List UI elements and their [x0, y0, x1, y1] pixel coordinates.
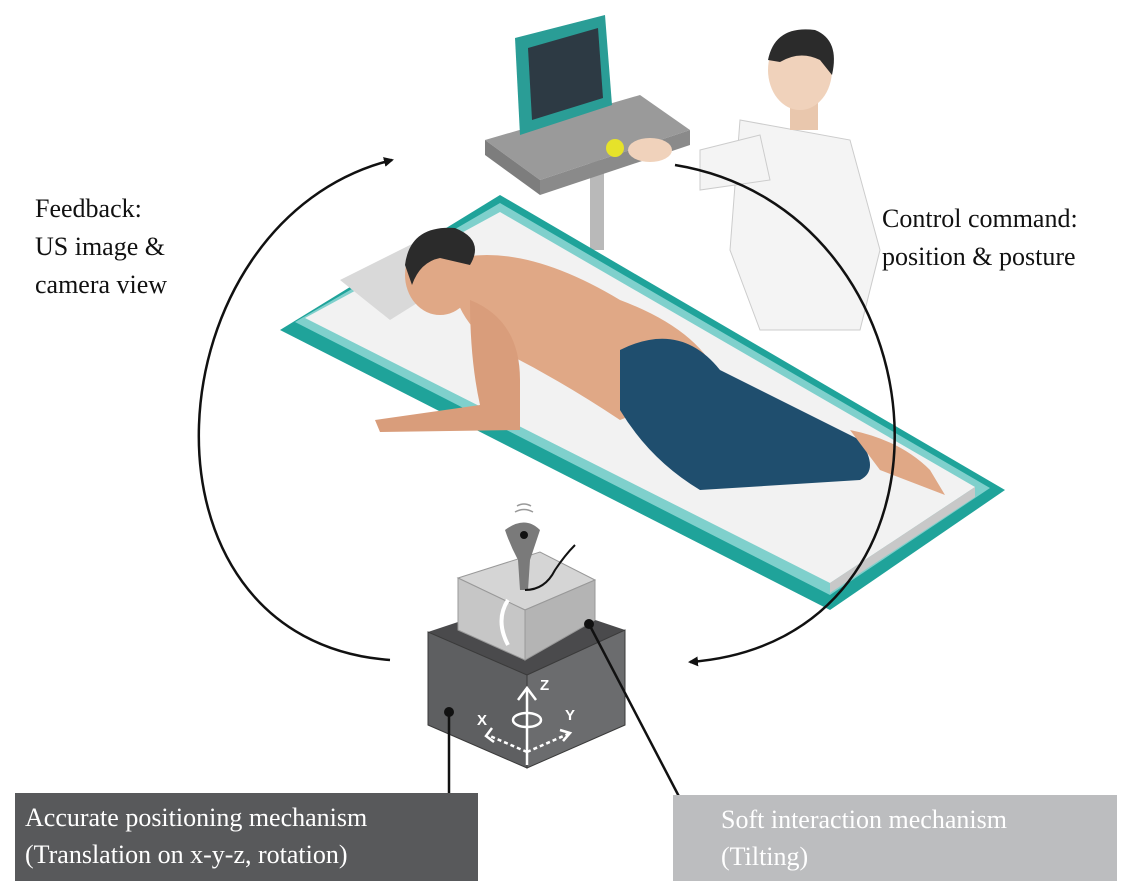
box-line: Accurate positioning mechanism	[25, 803, 368, 832]
soft-interaction-box: Soft interaction mechanism (Tilting)	[673, 795, 1117, 881]
ultrasound-probe-icon	[505, 503, 576, 591]
control-arrow	[674, 163, 896, 667]
control-command-label: Control command: position & posture	[882, 200, 1078, 276]
box-line: (Translation on x-y-z, rotation)	[25, 840, 348, 869]
box-line: Soft interaction mechanism	[721, 805, 1007, 834]
axis-glyph-icon	[484, 685, 573, 765]
feedback-label: Feedback: US image & camera view	[35, 190, 167, 304]
axis-label-z: Z	[540, 677, 549, 694]
control-line: Control command:	[882, 204, 1078, 233]
control-line: position & posture	[882, 242, 1076, 271]
doctor-figure	[628, 29, 881, 331]
axis-label-x: X	[477, 712, 487, 729]
feedback-line: Feedback:	[35, 194, 142, 223]
axis-label-y: Y	[565, 707, 575, 724]
feedback-line: US image &	[35, 232, 165, 261]
patient-figure	[375, 227, 945, 495]
box-line: (Tilting)	[721, 842, 809, 871]
positioning-mechanism-box: Accurate positioning mechanism (Translat…	[15, 793, 478, 881]
feedback-line: camera view	[35, 270, 168, 299]
feedback-arrow	[197, 157, 394, 662]
